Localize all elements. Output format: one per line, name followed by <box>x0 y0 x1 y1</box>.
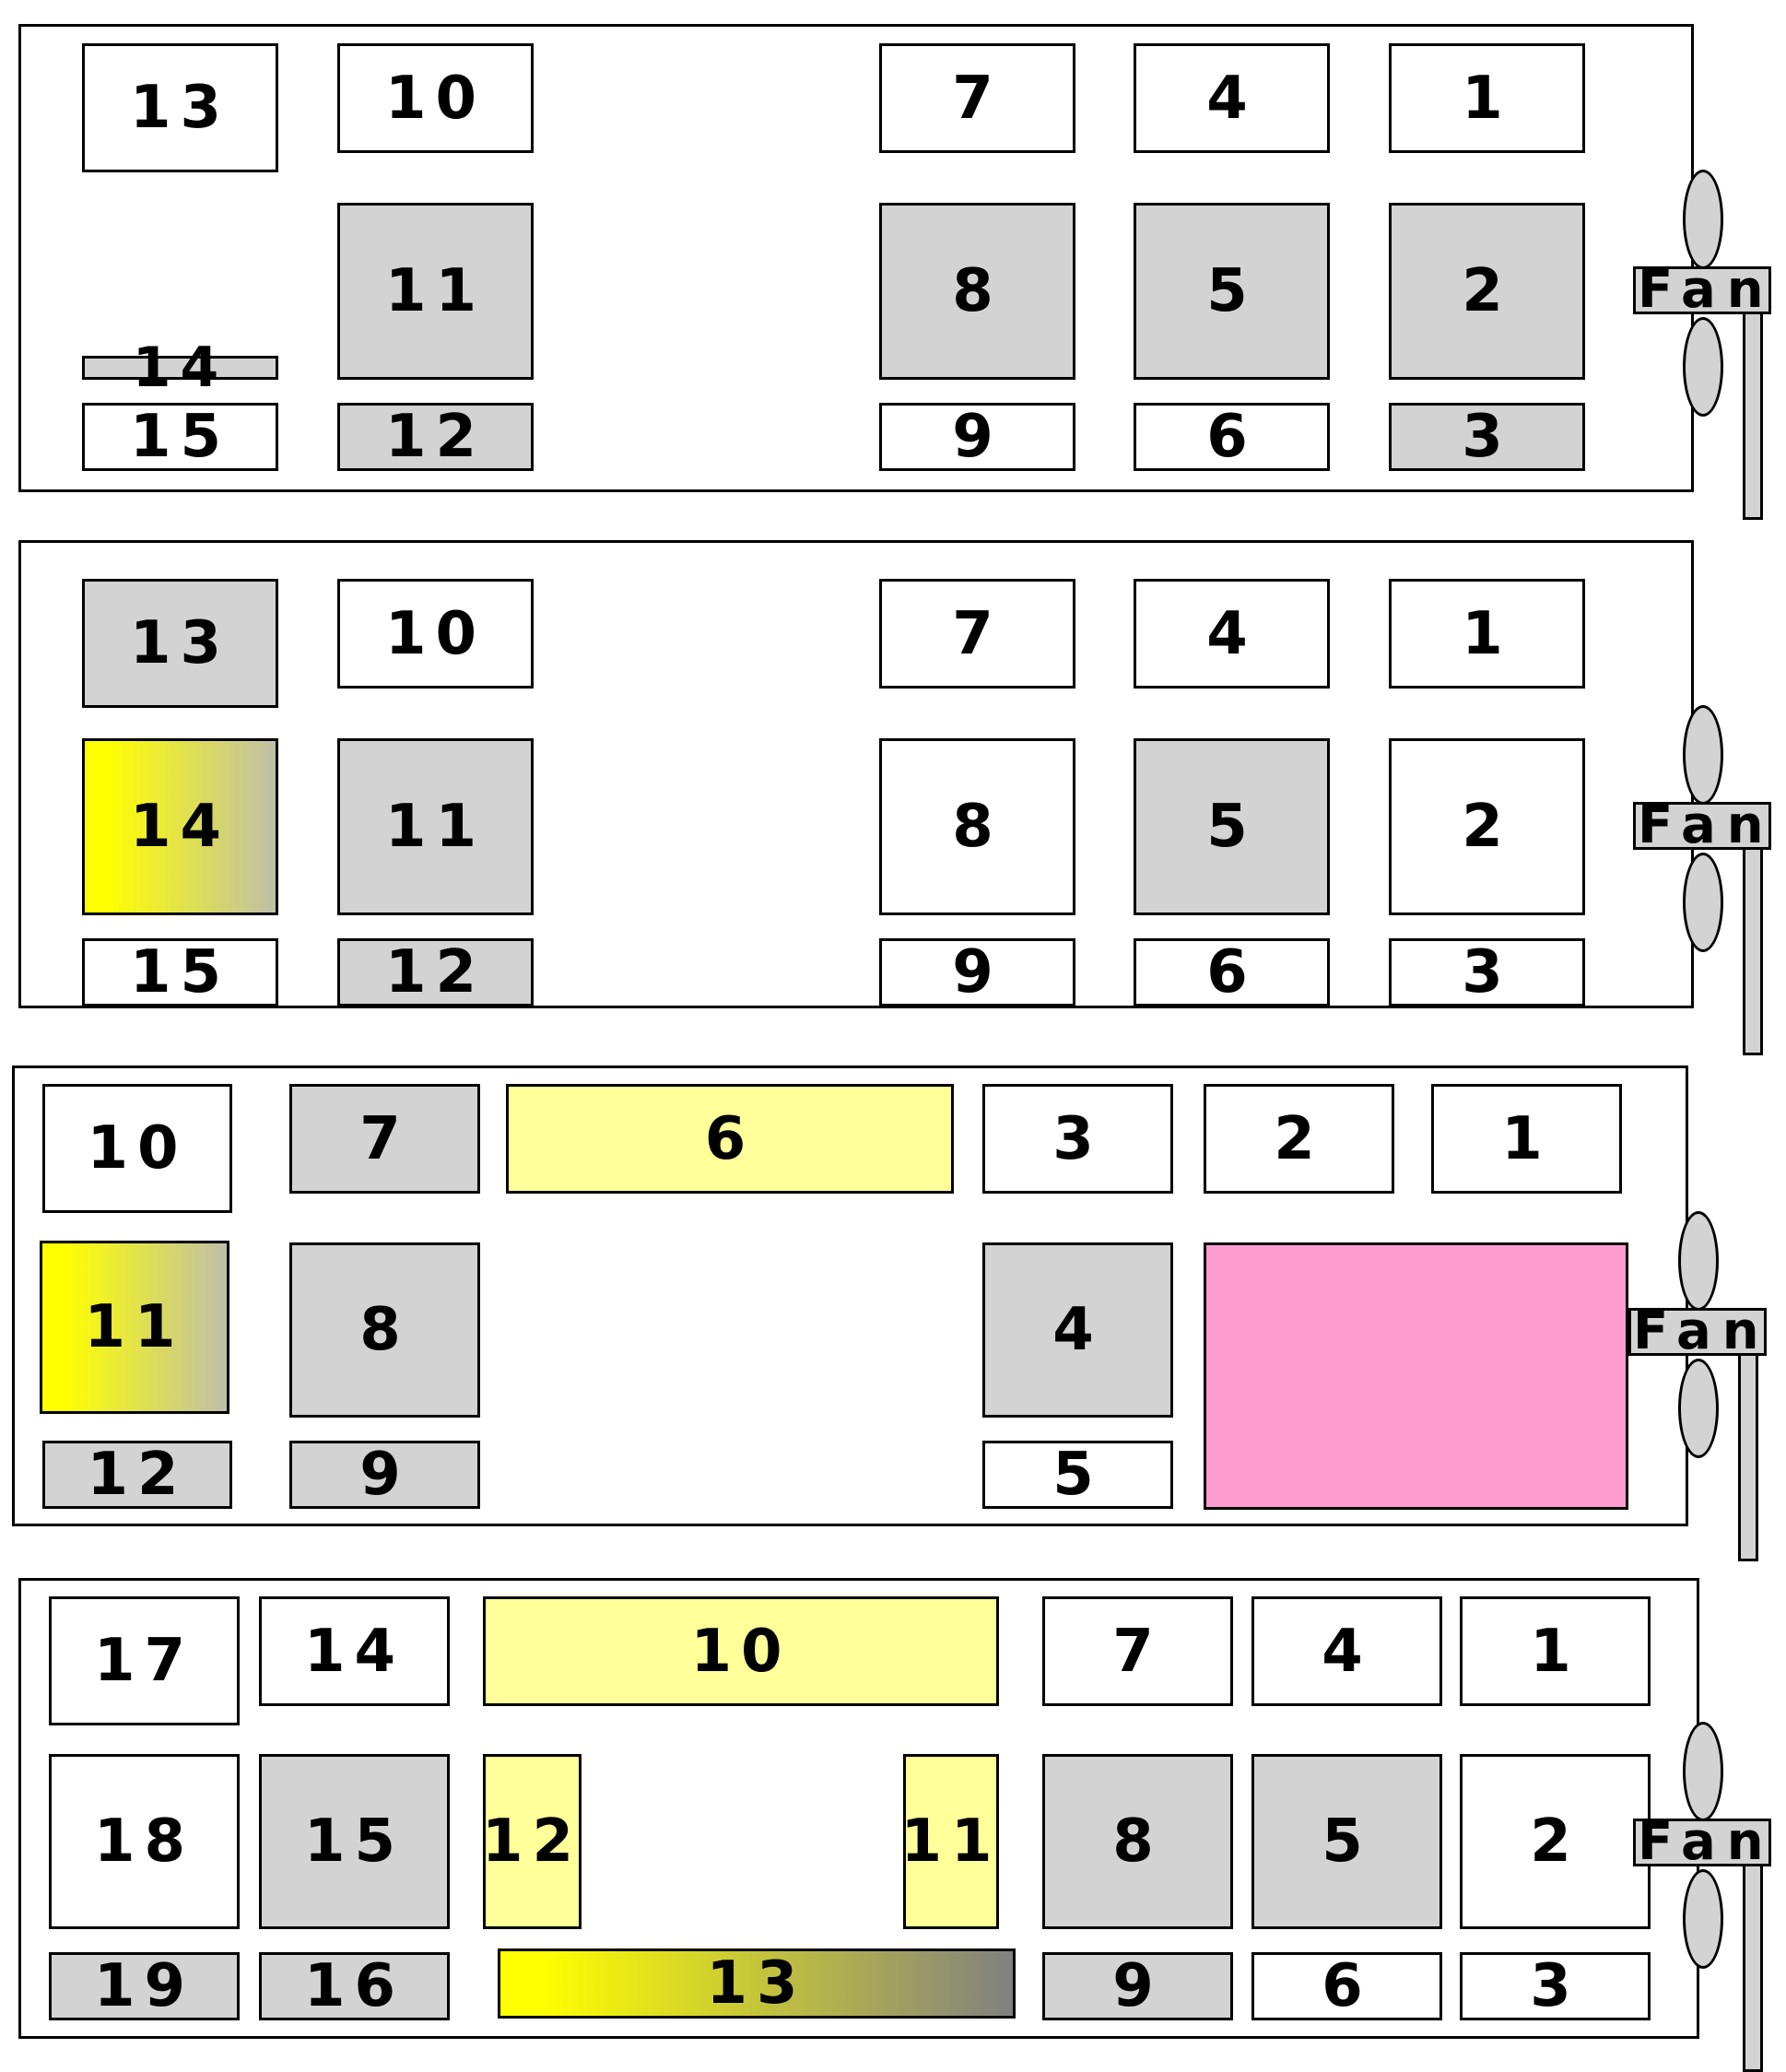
slot-10: 10 <box>483 1596 999 1706</box>
slot-3: 3 <box>1460 1952 1651 2020</box>
slot-7: 7 <box>879 579 1075 689</box>
fan-label: Fan <box>1633 802 1771 850</box>
slot-2: 2 <box>1389 738 1585 915</box>
slot-6: 6 <box>1251 1952 1442 2020</box>
slot-11: 11 <box>900 1754 999 1929</box>
slot-5: 5 <box>982 1441 1173 1509</box>
fan-1: Fan <box>1633 170 1771 520</box>
slot-4: 4 <box>1134 579 1330 689</box>
slot-unlabeled <box>1204 1242 1628 1510</box>
slot-1: 1 <box>1431 1084 1622 1194</box>
slot-12: 12 <box>482 1754 582 1929</box>
slot-8: 8 <box>1042 1754 1233 1929</box>
slot-4: 4 <box>982 1242 1173 1418</box>
slot-10: 10 <box>337 43 534 153</box>
slot-5: 5 <box>1251 1754 1442 1929</box>
slot-18: 18 <box>49 1754 240 1929</box>
fan-2: Fan <box>1633 705 1771 1055</box>
fan-blade-icon <box>1683 1722 1723 1821</box>
fan-blade-icon <box>1683 170 1723 269</box>
slot-8: 8 <box>879 203 1075 380</box>
slot-17: 17 <box>49 1596 240 1725</box>
slot-7: 7 <box>289 1084 480 1194</box>
slot-10: 10 <box>337 579 534 689</box>
slot-12: 12 <box>337 403 534 471</box>
fan-blade-icon <box>1683 1869 1723 1969</box>
slot-14: 14 <box>259 1596 450 1706</box>
slot-7: 7 <box>879 43 1075 153</box>
fan-blade-icon <box>1683 853 1723 952</box>
slot-13: 13 <box>498 1948 1016 2019</box>
slot-10: 10 <box>42 1084 232 1213</box>
fan-label: Fan <box>1633 1819 1771 1866</box>
slot-2: 2 <box>1460 1754 1651 1929</box>
slot-14: 14 <box>82 340 278 395</box>
slot-7: 7 <box>1042 1596 1233 1706</box>
slot-9: 9 <box>1042 1952 1233 2020</box>
slot-8: 8 <box>879 738 1075 915</box>
slot-6: 6 <box>1134 403 1330 471</box>
fan-stand-icon <box>1743 1842 1763 2072</box>
fan-label: Fan <box>1628 1308 1767 1356</box>
slot-1: 1 <box>1389 43 1585 153</box>
slot-5: 5 <box>1134 203 1330 380</box>
fan-blade-icon <box>1678 1211 1719 1311</box>
slot-11: 11 <box>337 738 534 915</box>
slot-6: 6 <box>506 1084 954 1194</box>
fan-stand-icon <box>1743 825 1763 1055</box>
slot-3: 3 <box>982 1084 1173 1194</box>
fan-stand-icon <box>1743 289 1763 520</box>
slot-19: 19 <box>49 1952 240 2020</box>
slot-15: 15 <box>82 938 278 1007</box>
fan-blade-icon <box>1683 705 1723 805</box>
slot-4: 4 <box>1251 1596 1442 1706</box>
slot-16: 16 <box>259 1952 450 2020</box>
slot-8: 8 <box>289 1242 480 1418</box>
fan-4: Fan <box>1633 1722 1771 2072</box>
fan-blade-icon <box>1683 317 1723 417</box>
slot-3: 3 <box>1389 403 1585 471</box>
slot-12: 12 <box>337 938 534 1007</box>
slot-6: 6 <box>1134 938 1330 1007</box>
slot-14: 14 <box>82 738 278 915</box>
slot-9: 9 <box>879 403 1075 471</box>
slot-13: 13 <box>82 579 278 708</box>
slot-9: 9 <box>879 938 1075 1007</box>
slot-11: 11 <box>337 203 534 380</box>
slot-2: 2 <box>1204 1084 1394 1194</box>
slot-1: 1 <box>1460 1596 1651 1706</box>
slot-3: 3 <box>1389 938 1585 1007</box>
slot-12: 12 <box>42 1441 232 1509</box>
slot-13: 13 <box>82 43 278 172</box>
slot-11: 11 <box>40 1241 229 1414</box>
slot-15: 15 <box>259 1754 450 1929</box>
slot-2: 2 <box>1389 203 1585 380</box>
fan-label: Fan <box>1633 266 1771 314</box>
fan-3: Fan <box>1628 1211 1767 1561</box>
fan-stand-icon <box>1738 1331 1758 1561</box>
fan-blade-icon <box>1678 1359 1719 1458</box>
slot-1: 1 <box>1389 579 1585 689</box>
slot-9: 9 <box>289 1441 480 1509</box>
slot-15: 15 <box>82 403 278 471</box>
slot-5: 5 <box>1134 738 1330 915</box>
slot-4: 4 <box>1134 43 1330 153</box>
